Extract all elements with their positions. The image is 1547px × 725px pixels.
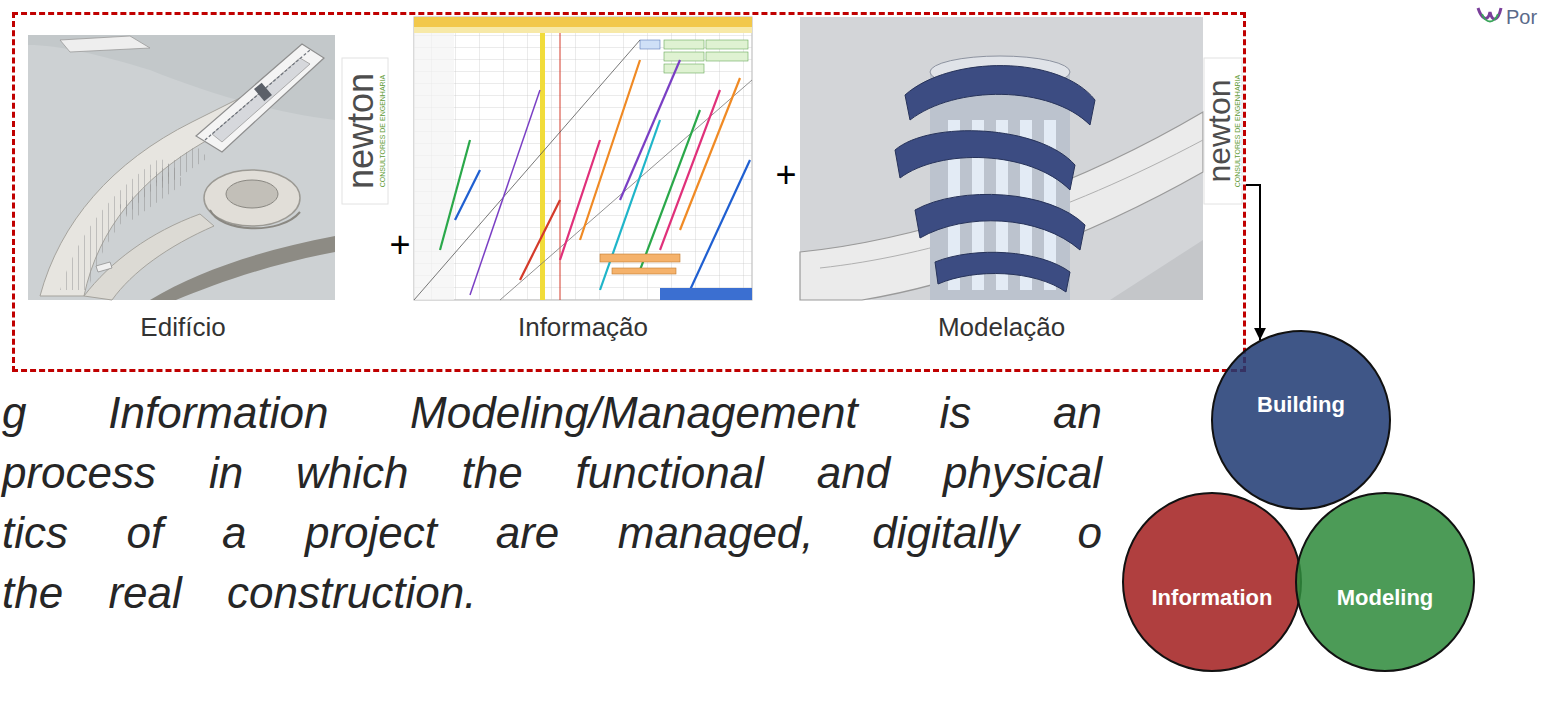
circle-label: Modeling [1337, 585, 1434, 611]
building-model-part [895, 131, 1075, 190]
dashed-frame: Edifício Informação Modelação [12, 12, 1246, 372]
circle-label: Building [1257, 392, 1345, 418]
plus-sign: + [389, 227, 410, 263]
terminal-render-part [150, 236, 335, 300]
terminal-render-part [84, 214, 214, 300]
schedule-chart-part [640, 110, 700, 270]
schedule-chart-part [414, 17, 752, 300]
schedule-chart-part [660, 90, 720, 250]
schedule-chart-part [520, 200, 560, 280]
corner-logo-text: Por [1506, 6, 1537, 28]
building-model-part [1110, 240, 1203, 300]
schedule-chart-part [600, 120, 660, 290]
terminal-render-part [204, 170, 300, 226]
image-panel: Modelação [800, 15, 1203, 345]
schedule-chart-part [706, 40, 748, 49]
plus-sign: + [775, 157, 796, 193]
schedule-chart [414, 17, 752, 300]
logo-wordmark: newton [1203, 79, 1235, 182]
logo-tagline: CONSULTORES DE ENGENHARIA [379, 75, 386, 188]
connector-arrow [1246, 185, 1260, 340]
schedule-chart-part [580, 60, 640, 240]
schedule-chart-part [612, 268, 676, 274]
terminal-render-part [96, 262, 112, 272]
schedule-chart-part [455, 170, 480, 220]
schedule-chart-part [470, 90, 540, 295]
building-model-part [930, 72, 1070, 300]
logo-wordmark: newton [343, 73, 379, 189]
logo-tagline: CONSULTORES DE ENGENHARIA [1234, 75, 1241, 188]
schedule-chart-part [414, 27, 752, 33]
building-model-part [800, 17, 1203, 300]
image-caption: Informação [518, 312, 648, 343]
image-caption: Modelação [938, 312, 1065, 343]
terminal-render [28, 35, 335, 300]
circle-outline [1211, 330, 1391, 510]
terminal-render-part [28, 35, 335, 300]
logo-strip [342, 58, 388, 204]
schedule-chart-part [706, 52, 748, 61]
schedule-chart-part [600, 254, 680, 262]
terminal-render-part [226, 180, 278, 208]
terminal-render-part [210, 210, 300, 228]
schedule-chart-part [414, 33, 752, 300]
circle-outline [1122, 492, 1302, 672]
terminal-render-part [254, 83, 272, 102]
image-panel: Edifício [28, 35, 338, 345]
schedule-chart-part [414, 17, 752, 27]
schedule-chart-part [414, 33, 454, 300]
schedule-chart-part [680, 78, 740, 230]
venn-circle: Modeling [1295, 492, 1475, 672]
terminal-render-part [212, 58, 310, 142]
logo-strip [1204, 58, 1242, 204]
building-model-part [905, 66, 1095, 125]
schedule-chart-part [664, 52, 704, 61]
circle-shape [1296, 493, 1474, 671]
schedule-chart-part [440, 140, 470, 250]
venn-circle: Information [1122, 492, 1302, 672]
building-model-part [915, 194, 1085, 250]
building-model [800, 17, 1203, 300]
schedule-chart-part [640, 40, 660, 49]
image-panel: Informação [414, 15, 752, 345]
definition-text: g Information Modeling/Management is an … [2, 383, 1102, 623]
circle-label: Information [1152, 585, 1273, 611]
schedule-chart-part [690, 160, 750, 290]
terminal-render-part [205, 50, 310, 140]
schedule-chart-part [540, 33, 545, 300]
terminal-render-part [60, 36, 150, 52]
corner-logo [1478, 8, 1501, 22]
schedule-chart-part [664, 40, 704, 49]
schedule-chart-part [660, 288, 752, 300]
image-caption: Edifício [140, 312, 225, 343]
circle-shape [1123, 493, 1301, 671]
circle-shape [1212, 331, 1390, 509]
terminal-render-part [196, 44, 324, 152]
corner-logo-part [1478, 8, 1501, 19]
building-model-part [935, 252, 1070, 292]
terminal-render-part [150, 146, 208, 188]
schedule-chart-part [664, 64, 704, 73]
building-model-part [800, 112, 1203, 300]
circle-outline [1295, 492, 1475, 672]
schedule-chart-part [620, 60, 680, 200]
corner-logo-part [1482, 14, 1498, 22]
schedule-chart-part [500, 80, 752, 300]
venn-circle: Building [1211, 330, 1391, 510]
